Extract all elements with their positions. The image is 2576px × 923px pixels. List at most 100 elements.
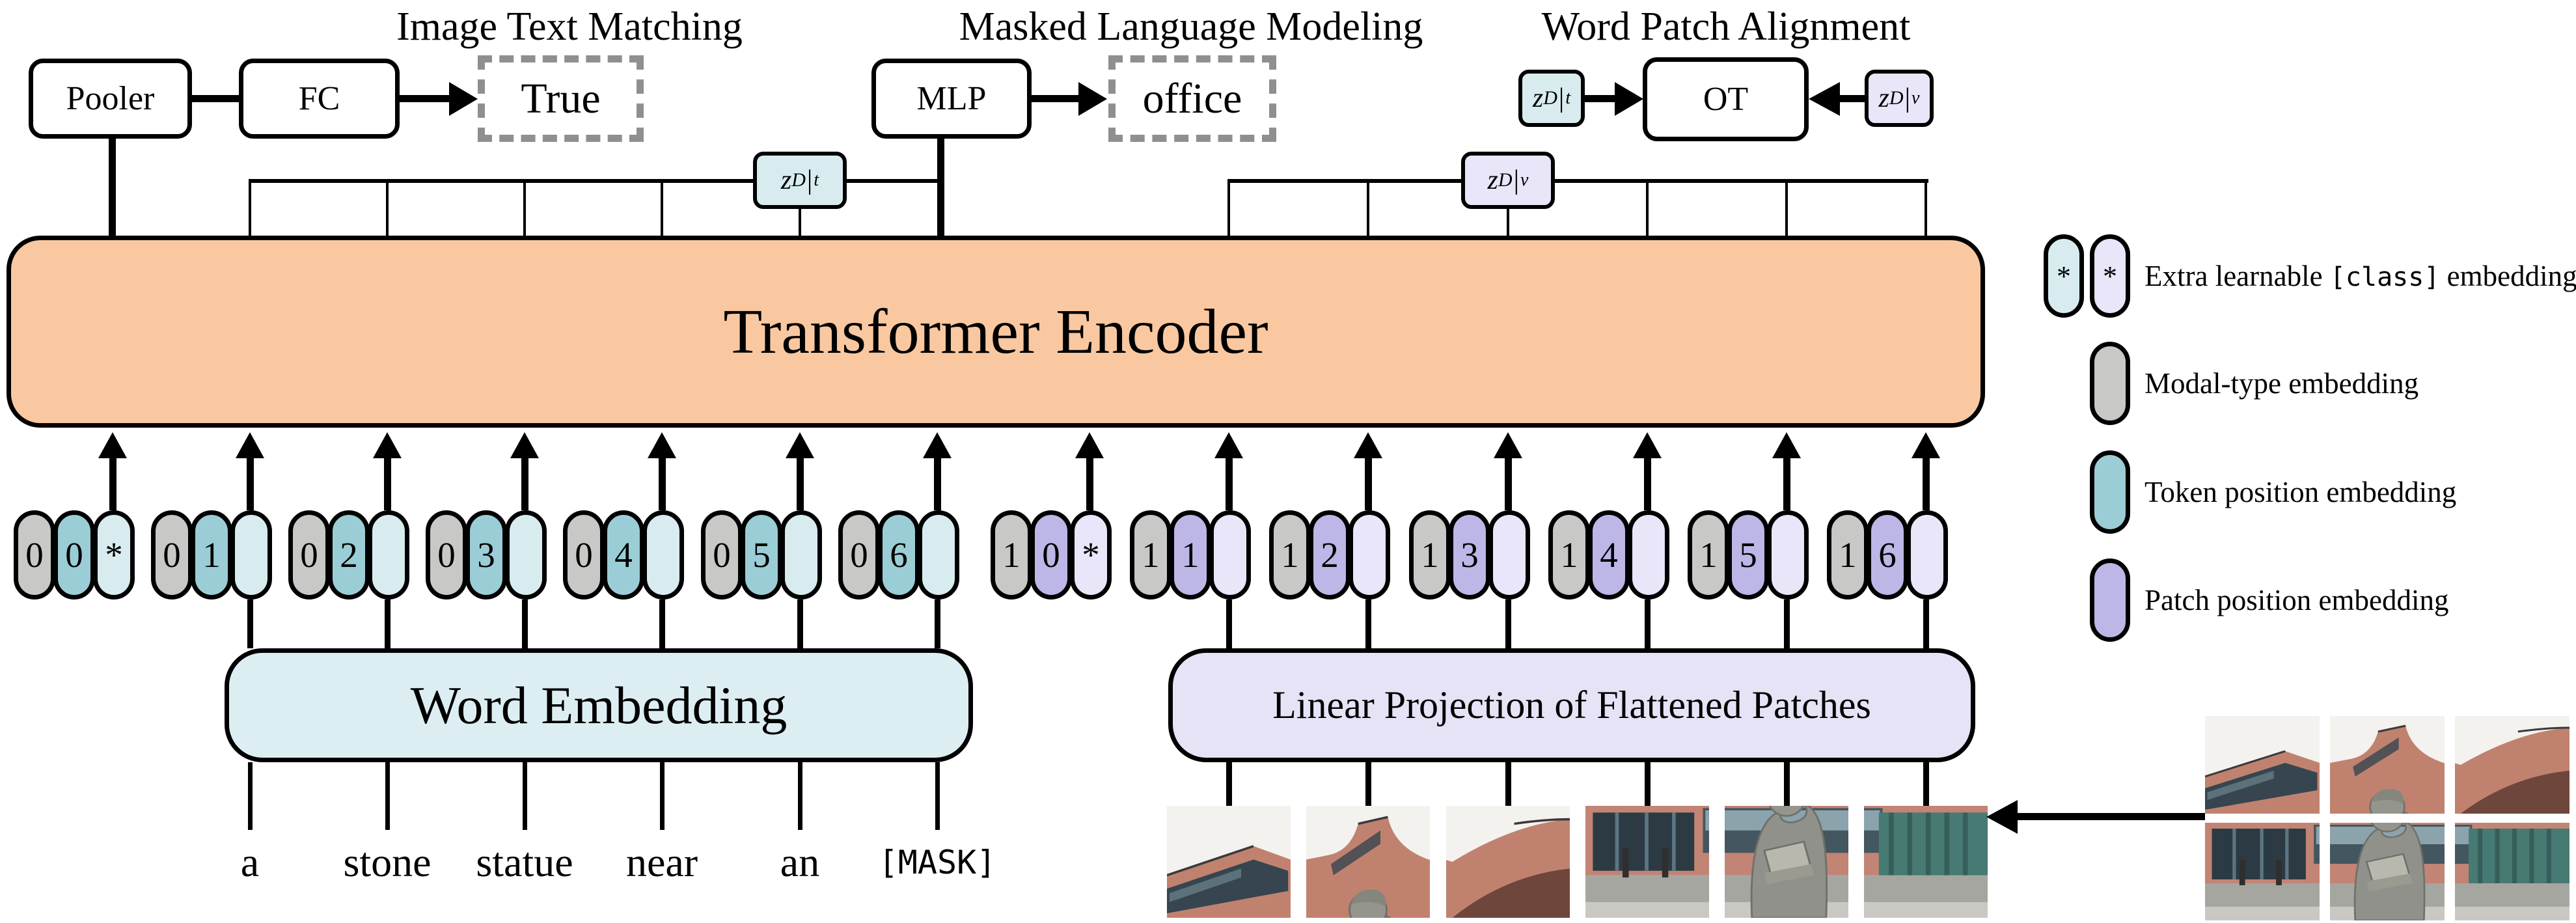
input-arrowhead-icon (1633, 432, 1662, 458)
patch-stub-line (1365, 762, 1371, 806)
input-arrowhead-icon (98, 432, 127, 458)
legend-item-label: Modal-type embedding (2144, 366, 2418, 400)
sentence-word: statue (476, 839, 573, 885)
header-word-patch-alignment: Word Patch Alignment (1541, 5, 1911, 49)
linear-projection-box: Linear Projection of Flattened Patches (1168, 648, 1975, 762)
fc-box: FC (239, 59, 400, 139)
ot-box: OT (1643, 57, 1809, 141)
image-patch (1306, 806, 1430, 918)
legend-item-label: Extra learnable [class] embedding (2144, 259, 2576, 293)
sentence-word: stone (343, 839, 432, 885)
pill-embedding-line (1365, 599, 1371, 648)
image-patch (1864, 806, 1988, 918)
token-pill-modal: 1 (991, 510, 1032, 599)
legend-label-text: Patch position embedding (2144, 584, 2449, 616)
token-pill-class: * (93, 510, 135, 599)
zv-ot-arrowhead-icon (1809, 82, 1840, 116)
token-pill-modal: 0 (563, 510, 605, 599)
pill-embedding-line (797, 599, 803, 648)
token-pill-modal: 0 (14, 510, 55, 599)
token-pill-position: 6 (878, 510, 920, 599)
token-pill-modal: 1 (1548, 510, 1590, 599)
mlp-office-arrowhead-icon (1078, 82, 1107, 116)
input-arrowhead-icon (923, 432, 952, 458)
input-arrow-line (521, 456, 528, 510)
z-image-stub-line (1507, 209, 1509, 236)
token-pill-modal: 0 (701, 510, 743, 599)
word-stub-line (798, 762, 802, 830)
pill-embedding-line (1784, 599, 1790, 648)
input-arrow-line (247, 456, 254, 510)
pill-embedding-line (385, 599, 391, 648)
input-arrow-line (1644, 456, 1651, 510)
token-pill-class (368, 510, 409, 599)
token-pill-class (1209, 510, 1251, 599)
zv-ot-arrow-line (1839, 95, 1865, 102)
patch-stub-line (1645, 762, 1651, 806)
mlp-office-arrow-line (1032, 95, 1080, 102)
token-pill-class (642, 510, 684, 599)
token-pill-modal: 0 (838, 510, 880, 599)
source-image-tile (2205, 823, 2320, 920)
sentence-word: [MASK] (878, 844, 996, 881)
legend-item-label: Patch position embedding (2144, 583, 2448, 617)
word-stub-line (523, 762, 527, 830)
token-pill-position: 5 (1727, 510, 1769, 599)
token-pill-position: 6 (1867, 510, 1908, 599)
token-pill-position: 2 (328, 510, 370, 599)
token-pill-position: 0 (1030, 510, 1072, 599)
input-arrowhead-icon (1075, 432, 1104, 458)
token-pill-modal: 1 (1409, 510, 1451, 599)
pill-embedding-line (1923, 599, 1929, 648)
image-comb-vertical (1785, 180, 1788, 236)
fc-true-arrowhead-icon (449, 82, 478, 116)
input-arrow-line (1923, 456, 1930, 510)
grid-to-patches-arrow-line (2016, 813, 2205, 820)
token-pill-class: * (1070, 510, 1112, 599)
mlp-transformer-line (937, 139, 944, 236)
token-pill-position: 4 (603, 510, 644, 599)
input-arrow-line (384, 456, 391, 510)
zt-ot-arrowhead-icon (1615, 82, 1643, 116)
token-pill-modal: 0 (151, 510, 193, 599)
input-arrow-line (1505, 456, 1512, 510)
legend-teal-pill (2090, 450, 2130, 534)
pooler-box: Pooler (29, 59, 192, 139)
token-pill-position: 0 (53, 510, 95, 599)
token-pill-position: 1 (191, 510, 232, 599)
pill-embedding-line (935, 599, 940, 648)
input-arrowhead-icon (1494, 432, 1522, 458)
sentence-word: a (240, 839, 260, 885)
token-pill-class (1767, 510, 1809, 599)
text-comb-vertical (523, 180, 526, 236)
image-comb-vertical (1925, 180, 1927, 236)
token-pill-modal: 0 (426, 510, 467, 599)
input-arrowhead-icon (236, 432, 264, 458)
legend-label-text: Modal-type embedding (2144, 367, 2419, 400)
header-masked-language-modeling: Masked Language Modeling (959, 5, 1423, 49)
token-pill-class (505, 510, 547, 599)
word-stub-line (660, 762, 665, 830)
token-pill-class (780, 510, 822, 599)
source-image-tile (2455, 823, 2569, 920)
input-arrow-line (1086, 456, 1093, 510)
text-comb-vertical (249, 180, 251, 236)
token-pill-class (1349, 510, 1390, 599)
pooler-transformer-line (109, 139, 116, 236)
fc-true-arrow-line (400, 95, 450, 102)
z-text-stub-line (799, 209, 801, 236)
input-arrow-line (797, 456, 804, 510)
